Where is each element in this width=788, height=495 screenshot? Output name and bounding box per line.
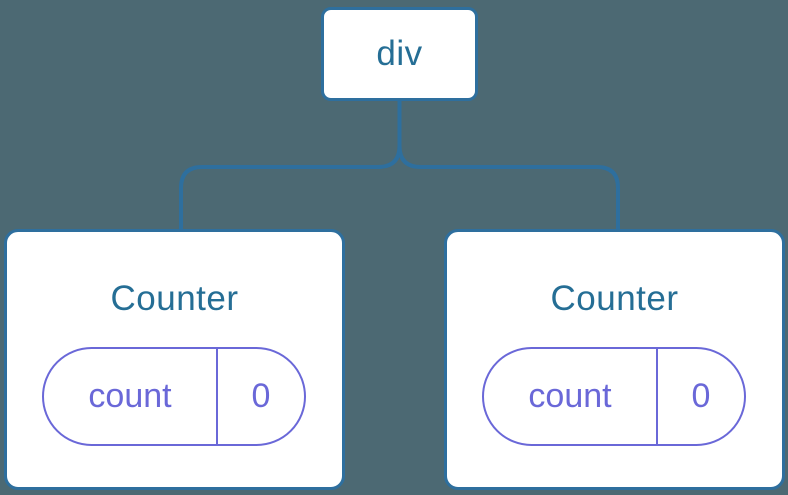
component-title: Counter <box>550 279 679 318</box>
state-pill: count 0 <box>42 347 306 446</box>
root-node-label: div <box>376 34 423 73</box>
connector-right-branch <box>397 100 620 230</box>
component-card-left: Counter count 0 <box>4 229 345 490</box>
component-title: Counter <box>110 279 239 318</box>
state-value: 0 <box>656 349 744 444</box>
state-key: count <box>528 377 612 415</box>
component-card-right: Counter count 0 <box>444 229 785 490</box>
root-node: div <box>321 7 478 101</box>
state-pill: count 0 <box>482 347 746 446</box>
state-value: 0 <box>216 349 304 444</box>
state-key: count <box>88 377 172 415</box>
connector-left-branch <box>179 100 402 230</box>
